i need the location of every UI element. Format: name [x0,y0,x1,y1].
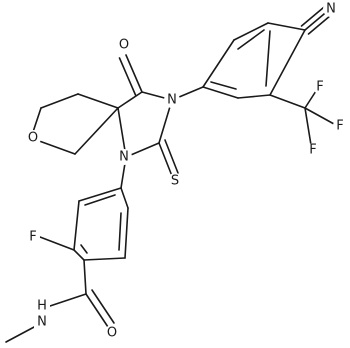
svg-text:H: H [37,299,47,314]
svg-text:O: O [107,326,117,341]
ring-bond [74,107,119,155]
carbonyl-bond [125,54,143,93]
carbonyl-bond [85,293,109,328]
amide-oxygen-atom: O [104,325,120,341]
fluorine-atom-top: F [313,80,327,95]
amide-bond [83,259,87,295]
ring-bond [267,22,306,31]
aryl-fluorine-atom: F [26,230,40,245]
ring-double-bond [265,30,271,87]
ring-bond [117,107,127,158]
svg-text:F: F [316,80,323,95]
ring-bond [269,29,306,96]
ring-bond [237,94,271,99]
atom-labels: N O O N N S F F [25,1,347,341]
ring-double-bond [118,212,122,251]
svg-text:N: N [37,315,47,330]
ring-bond [202,39,235,88]
ketone-oxygen-atom: O [116,37,132,53]
ring-bond [233,22,269,41]
svg-text:O: O [28,131,38,146]
ring-bond [73,249,85,261]
cf-bond [304,107,312,146]
svg-text:N: N [167,93,177,108]
ring-bond [40,93,79,109]
nitrile-nitrogen-atom: N [323,1,339,17]
ring-bond [120,187,129,209]
svg-text:N: N [119,150,129,165]
amide-n-bond [49,293,87,307]
svg-text:F: F [336,119,343,134]
carbonyl-bond [91,289,115,324]
svg-text:F: F [29,230,36,245]
svg-text:N: N [326,2,336,17]
ring-double-bond [237,29,265,50]
aryl-f-bond [39,236,75,251]
ring-double-bond [80,244,88,254]
ring-oxygen-atom: O [25,130,41,146]
amine-nitrogen-atom: N [116,149,132,165]
cf-bond [304,107,335,125]
cf-bond [304,90,317,109]
ring-bond [77,93,119,109]
fluorine-atom-right: F [333,119,347,134]
ring-bond [117,91,143,109]
fluorine-atom-bottom: F [306,143,320,158]
imide-nitrogen-atom: N [164,92,180,108]
svg-text:F: F [309,143,316,158]
ring-bond [124,207,129,259]
ring-double-bond [84,194,116,206]
nitrile-bond [300,4,328,27]
svg-text:O: O [119,38,129,53]
ring-bond [73,200,80,251]
svg-text:S: S [171,174,179,189]
n-methyl-bond [5,325,37,343]
ring-double-bond [210,81,237,90]
bonds [5,4,335,343]
ring-bond [83,257,126,261]
amide-nitrogen-atom: H N [34,299,50,336]
carbonyl-bond [118,57,137,96]
thione-bond [158,142,173,177]
cf3-bond [269,94,306,109]
thione-bond [164,139,179,174]
ring-bond [78,187,122,202]
ring-bond [202,86,239,99]
thione-sulfur-atom: S [167,173,183,189]
